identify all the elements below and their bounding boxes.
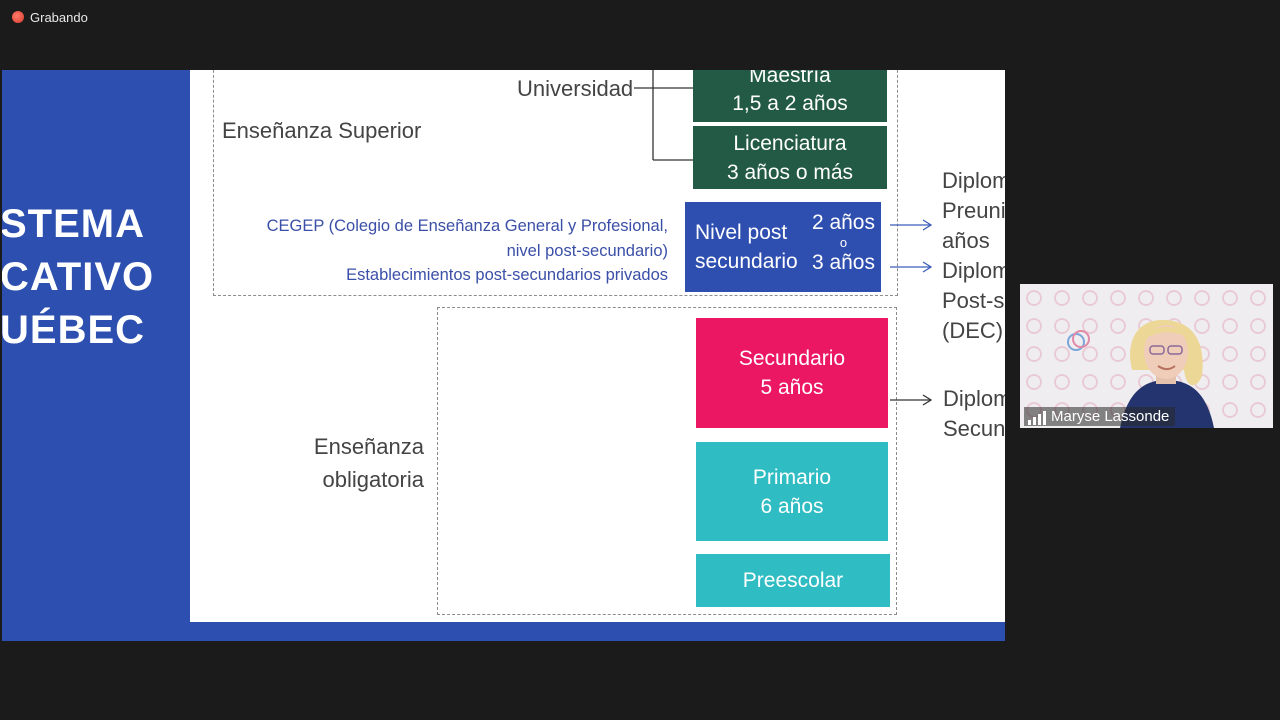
higher-education-frame (213, 70, 898, 296)
participant-name-label: Maryse Lassonde (1024, 407, 1176, 426)
primario-block: Primario 6 años (696, 442, 888, 541)
ensenanza-superior-label: Enseñanza Superior (222, 118, 422, 143)
nivel-post-label: Nivel post secundario (695, 218, 798, 276)
diploma-line: (DEC) (942, 318, 1004, 343)
recording-indicator: Grabando (0, 0, 88, 34)
diploma-line: Diplom (942, 168, 1005, 193)
diploma-line: años (942, 228, 990, 253)
ensenanza-obligatoria-label: Enseñanza obligatoria (313, 434, 424, 492)
diploma-line: Diplom (942, 258, 1005, 283)
participant-video-tile[interactable]: Maryse Lassonde (1020, 284, 1273, 428)
cegep-description: CEGEP (Colegio de Enseñanza General y Pr… (232, 214, 668, 288)
diploma-post-secundario: Diplom Post-s (DEC) (942, 256, 1005, 346)
slide-title: STEMA CATIVO UÉBEC (2, 202, 155, 352)
primario-duration: 6 años (760, 494, 824, 518)
diploma-preuniversitario: Diplom Preuniv años (942, 166, 1005, 256)
recording-label: Grabando (30, 9, 88, 25)
participant-name: Maryse Lassonde (1051, 408, 1170, 425)
cegep-line: nivel post-secundario) (506, 241, 668, 260)
licenciatura-duration: 3 años o más (726, 160, 854, 184)
nivel-post-line: Nivel post (695, 221, 788, 244)
maestria-duration: 1,5 a 2 años (732, 92, 848, 115)
nivel-post-secundario-block: Nivel post secundario 2 años o 3 años (685, 202, 881, 292)
duration-or: o (839, 235, 848, 250)
connector-lines (634, 70, 933, 406)
universidad-label: Universidad (517, 76, 634, 101)
diploma-line: Secun (943, 416, 1005, 441)
signal-strength-icon (1028, 411, 1046, 425)
nivel-post-duration: 2 años o 3 años (812, 212, 875, 274)
secundario-block: Secundario 5 años (696, 318, 888, 428)
nivel-post-line: secundario (695, 250, 798, 273)
slide-bottom-band (2, 622, 1005, 641)
video-frame (1020, 284, 1273, 428)
preescolar-name: Preescolar (742, 568, 844, 592)
cegep-line: Establecimientos post-secundarios privad… (346, 266, 668, 284)
maestria-name: Maestría (749, 70, 831, 87)
licenciatura-block: Licenciatura 3 años o más (693, 126, 887, 189)
secundario-name: Secundario (738, 347, 846, 370)
diploma-secundario: Diplom Secun (943, 384, 1005, 444)
slide-left-band (2, 70, 190, 641)
secundario-duration: 5 años (760, 376, 824, 399)
diploma-line: Post-s (942, 288, 1005, 313)
diploma-line: Diplom (943, 386, 1005, 411)
diploma-line: Preuniv (942, 198, 1005, 223)
recording-dot-icon (12, 11, 24, 23)
duration-option: 3 años (811, 251, 875, 274)
maestria-block: Maestría 1,5 a 2 años (693, 70, 887, 122)
licenciatura-name: Licenciatura (733, 131, 847, 155)
compulsory-education-frame (437, 307, 897, 615)
preescolar-block: Preescolar (696, 554, 890, 607)
primario-name: Primario (752, 465, 832, 489)
shared-slide: STEMA CATIVO UÉBEC Universidad Enseñanza… (2, 70, 1005, 641)
cegep-line: CEGEP (Colegio de Enseñanza General y Pr… (266, 217, 668, 235)
duration-option: 2 años (811, 211, 875, 234)
